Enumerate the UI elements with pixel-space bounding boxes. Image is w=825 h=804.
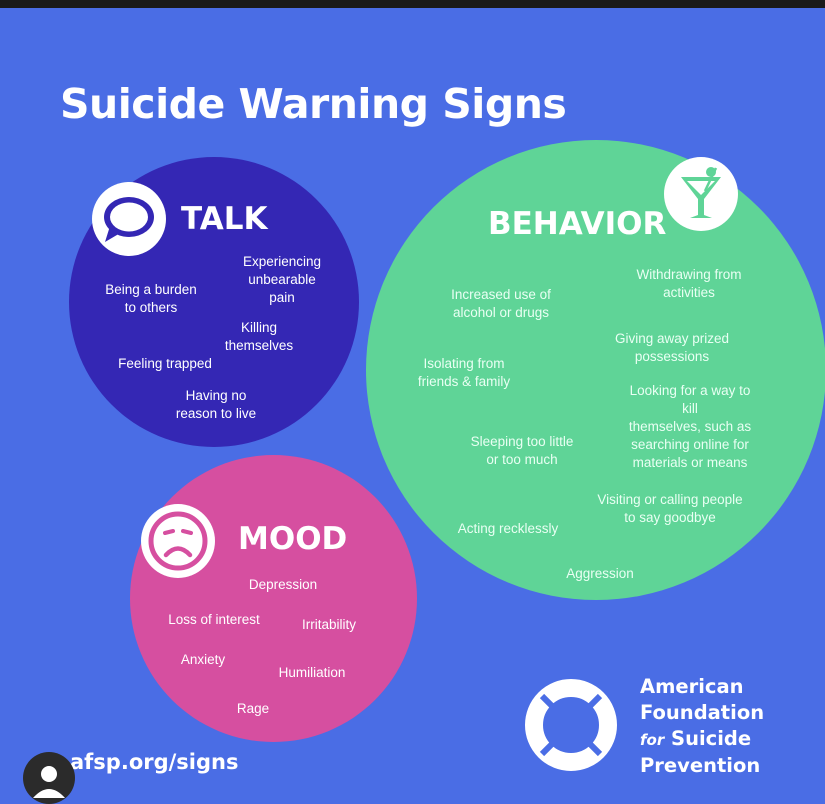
org-line: Prevention [640,754,761,777]
behavior-item: Withdrawing from activities [636,267,742,300]
mood-heading: MOOD [238,521,348,557]
org-line: American [640,675,744,698]
talk-item: Experiencing unbearable pain [242,254,322,305]
talk-item: Having no reason to live [175,388,257,421]
behavior-item: Sleeping too little or too much [470,434,574,467]
behavior-item: Acting recklessly [457,521,559,536]
talk-circle: TALK Experiencing unbearable pain Being … [69,157,359,447]
user-icon [33,766,65,798]
mood-badge [141,504,215,578]
mood-item: Irritability [301,617,357,632]
page-title: Suicide Warning Signs [60,80,567,128]
org-name: American Foundation for Suicide Preventi… [640,674,764,779]
org-line: Foundation [640,701,765,724]
talk-item: Being a burden to others [105,282,197,315]
top-bar [0,0,825,8]
life-preserver-icon [525,679,617,771]
talk-heading: TALK [181,201,268,237]
mood-item: Anxiety [180,652,226,667]
mood-item: Loss of interest [168,612,260,627]
behavior-heading: BEHAVIOR [488,206,667,242]
behavior-item: Giving away prized possessions [614,331,730,364]
mood-item: Depression [248,577,318,592]
org-for: for [640,731,665,749]
talk-item: Killing themselves [224,320,294,353]
avatar [23,752,75,804]
behavior-item: Increased use of alcohol or drugs [451,287,551,320]
behavior-item: Isolating from friends & family [417,356,511,389]
behavior-circle: BEHAVIOR Withdrawing from activities Inc… [366,140,825,600]
talk-badge [92,182,166,256]
mood-item: Humiliation [278,665,346,680]
signs-link[interactable]: afsp.org/signs [70,750,239,774]
org-line: Suicide [671,727,752,750]
behavior-item: Visiting or calling people to say goodby… [597,492,743,525]
behavior-badge [664,157,738,231]
mood-item: Rage [236,701,270,716]
speech-bubble-icon [104,197,154,242]
sad-face-icon [148,511,208,571]
behavior-item: Looking for a way to kill themselves, su… [628,383,752,470]
behavior-item: Aggression [566,566,634,581]
talk-item: Feeling trapped [118,356,212,371]
mood-circle: MOOD Depression Loss of interest Irritab… [130,455,417,742]
cocktail-glass-icon [681,167,721,218]
